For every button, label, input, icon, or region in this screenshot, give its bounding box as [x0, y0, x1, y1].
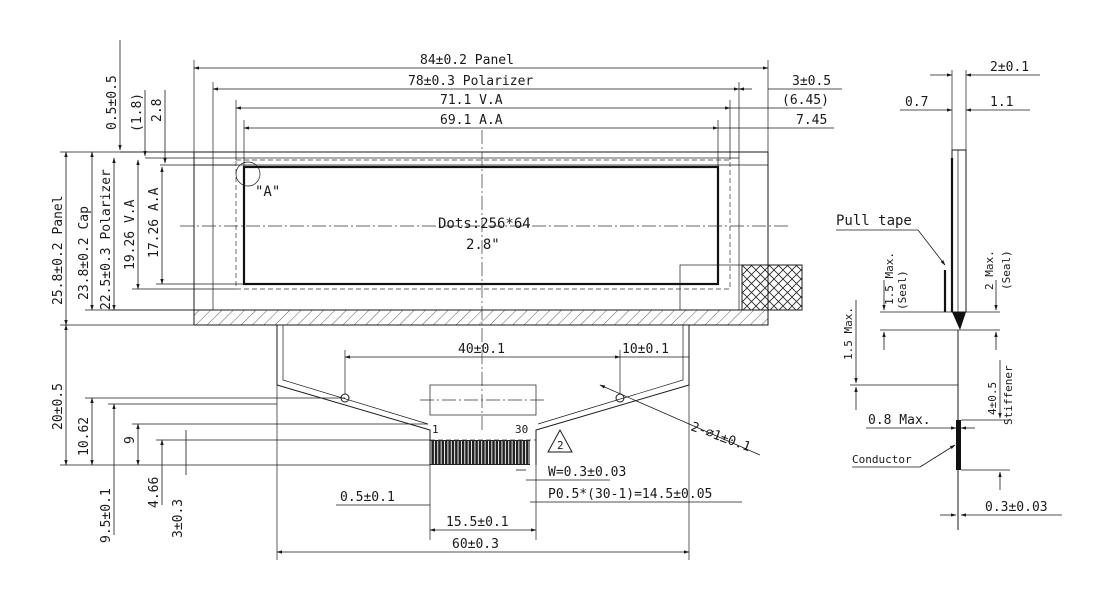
fpc-contacts — [430, 440, 530, 465]
side-glass — [951, 149, 967, 313]
side-seal — [952, 312, 966, 330]
dim-9: 9 — [123, 436, 138, 444]
active-area — [242, 165, 720, 286]
side-seal-1: (Seal) — [896, 270, 909, 310]
contact-pins — [430, 441, 530, 464]
dim-0-5-pin: 0.5±0.1 — [340, 490, 395, 505]
pin-1-label: 1 — [432, 423, 439, 436]
side-dim-0-8: 0.8 Max. — [868, 413, 931, 428]
side-dim-1-5: 1.5 Max. — [842, 307, 855, 360]
detail-a-circle — [235, 161, 261, 187]
dim-w: W=0.3±0.03 — [548, 465, 626, 480]
dim-1-8: (1.8) — [130, 93, 145, 132]
side-dim-1-1: 1.1 — [990, 95, 1013, 110]
dim-60: 60±0.3 — [452, 537, 499, 552]
revision-triangle — [547, 428, 573, 453]
dim-panel-width: 84±0.2 Panel — [420, 53, 514, 68]
side-dim-2-seal: 2 Max. — [983, 250, 996, 290]
pin-30-label: 30 — [515, 423, 528, 436]
revision-number: 2 — [557, 439, 564, 452]
dim-4-66: 4.66 — [147, 477, 162, 508]
dim-polarizer-height: 22.5±0.3 Polarizer — [99, 169, 114, 310]
connector-window — [679, 264, 743, 311]
dim-va-height: 19.26 V.A — [123, 199, 138, 270]
stiffener-label: Stiffener — [1002, 365, 1015, 425]
pull-tape-label: Pull tape — [836, 213, 912, 229]
dim-3: 3±0.5 — [792, 74, 831, 89]
crosshatch-pad — [741, 264, 803, 311]
side-dim-0-3: 0.3±0.03 — [985, 500, 1048, 515]
conductor-label: Conductor — [852, 453, 912, 466]
dim-3-0-3: 3±0.3 — [171, 499, 186, 538]
front-view: "A" Dots:256*64 2.8" 84±0.2 Panel 78±0.3… — [51, 40, 842, 430]
dim-2-8: 2.8 — [150, 99, 165, 122]
side-dim-4: 4±0.5 — [986, 382, 999, 415]
dim-6-45: (6.45) — [782, 93, 829, 108]
side-dim-1-5-seal: 1.5 Max. — [883, 252, 896, 305]
side-dim-0-7: 0.7 — [905, 95, 928, 110]
dim-polarizer-width: 78±0.3 Polarizer — [408, 74, 533, 89]
side-view: 2±0.1 0.7 1.1 Pull tape 1.5 Max. (Seal) … — [836, 60, 1062, 530]
side-stiffener — [956, 420, 961, 470]
detail-a-label: "A" — [255, 184, 280, 200]
dim-hole: 2-⌀1±0.1 — [689, 420, 753, 456]
polarizer-outline — [212, 157, 740, 311]
dim-40: 40±0.1 — [458, 342, 505, 357]
dim-cap-height: 23.8±0.2 Cap — [77, 206, 92, 300]
dim-aa-height: 17.26 A.A — [147, 187, 162, 258]
dim-pitch: P0.5*(30-1)=14.5±0.05 — [548, 487, 712, 502]
side-dim-2: 2±0.1 — [990, 60, 1029, 75]
dim-va-width: 71.1 V.A — [440, 93, 503, 108]
dim-10-62: 10.62 — [77, 417, 92, 456]
side-seal-2: (Seal) — [1000, 250, 1013, 290]
hatched-seal-band — [193, 309, 769, 326]
dim-15-5: 15.5±0.1 — [446, 515, 509, 530]
dim-9-5: 9.5±0.1 — [99, 488, 114, 543]
dim-20: 20±0.5 — [51, 383, 66, 430]
dim-panel-height: 25.8±0.2 Panel — [51, 195, 66, 305]
fpc-view: 1 30 2 40±0.1 10±0.1 2-⌀1±0.1 W=0.3±0.03… — [51, 324, 761, 560]
dim-aa-width: 69.1 A.A — [440, 113, 503, 128]
dim-0-5: 0.5±0.5 — [105, 75, 120, 130]
dim-10: 10±0.1 — [622, 342, 669, 357]
dim-7-45: 7.45 — [796, 113, 827, 128]
dots-label: Dots:256*64 — [438, 216, 531, 232]
size-label: 2.8" — [466, 237, 500, 253]
